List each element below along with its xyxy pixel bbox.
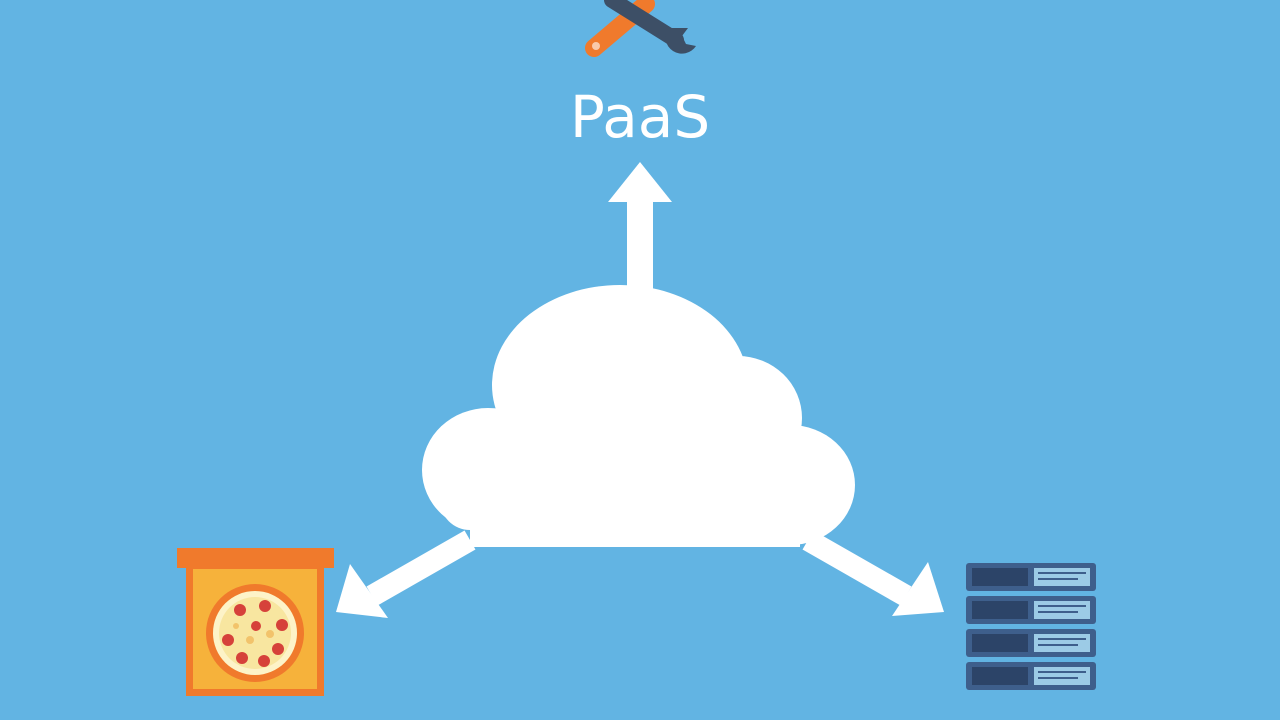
wrench-screwdriver-icon	[585, 0, 696, 57]
arrow-down-right	[802, 530, 944, 616]
server-unit-2	[966, 596, 1096, 624]
arrow-down-left	[336, 530, 476, 618]
server-rack-icon	[966, 563, 1096, 690]
pizza-box-icon	[177, 548, 334, 696]
server-unit-3	[966, 629, 1096, 657]
arrow-up	[608, 162, 672, 291]
server-unit-1	[966, 563, 1096, 591]
paas-label: PaaS	[569, 83, 711, 151]
cloud-icon	[422, 285, 855, 547]
server-unit-4	[966, 662, 1096, 690]
